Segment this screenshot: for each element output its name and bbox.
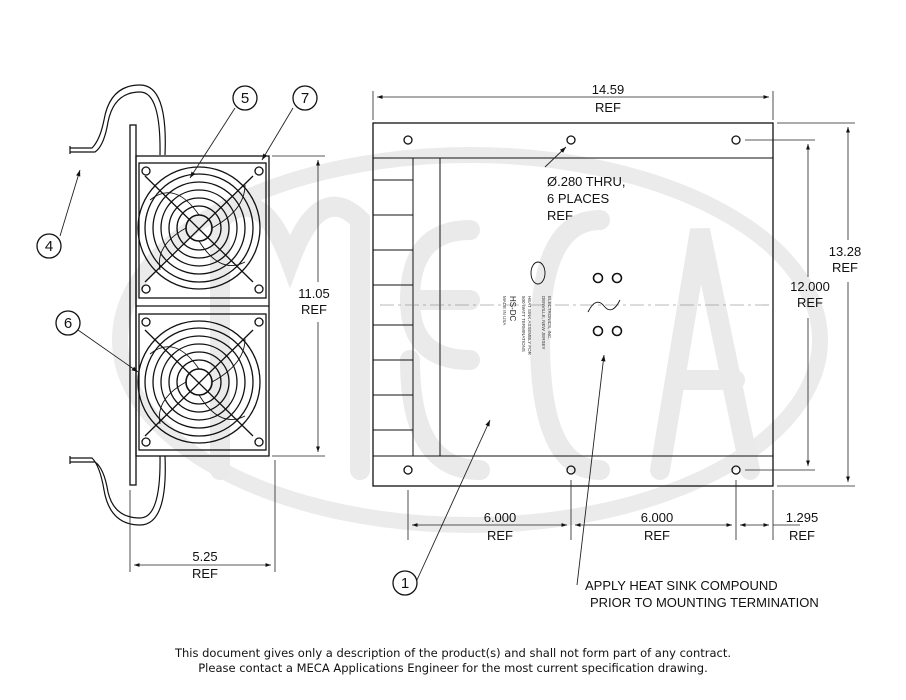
balloon-6-label: 6 <box>64 315 72 332</box>
heatsink-fins <box>373 179 413 431</box>
hole-note-line-1: Ø.280 THRU, <box>547 174 626 189</box>
technical-drawing: 4 5 6 7 11.05 REF 5.25 REF <box>36 82 862 610</box>
disclaimer: This document gives only a description o… <box>0 646 906 676</box>
balloon-leaders-side <box>59 107 294 373</box>
dim-overall-height <box>777 122 855 487</box>
dim-side-height <box>272 155 325 457</box>
dim-overall-height-value: 13.28 <box>829 244 862 259</box>
power-cables <box>69 84 166 526</box>
compound-note-line-2: PRIOR TO MOUNTING TERMINATION <box>590 595 819 610</box>
mounting-holes <box>403 135 741 475</box>
compound-note-line-1: APPLY HEAT SINK COMPOUND <box>585 578 778 593</box>
dim-side-height-value: 11.05 <box>298 286 330 301</box>
dim-hole-height-value: 12.000 <box>790 279 830 294</box>
label-line-4: 500 WATT TERMINATIONS <box>521 296 526 352</box>
leaders-top-view <box>416 146 606 586</box>
balloon-6 <box>55 310 81 336</box>
balloon-4-label: 4 <box>45 238 53 255</box>
balloon-4 <box>36 233 62 259</box>
dim-spacing-2-ref: REF <box>644 528 670 543</box>
meca-label-logo <box>530 261 546 285</box>
label-line-3: HEAT SINK ASSEMBLY FOR <box>527 296 532 356</box>
fan-bottom <box>137 317 264 447</box>
fan-frame-bottom <box>138 313 267 451</box>
side-view <box>36 84 325 572</box>
label-line-1: ELECTRONICS, INC. <box>547 296 552 340</box>
dim-spacing-1-ref: REF <box>487 528 513 543</box>
balloon-1 <box>392 570 418 596</box>
dim-side-width-ref: REF <box>192 566 218 581</box>
balloon-1-label: 1 <box>401 575 409 592</box>
label-line-2: DENVILLE, NEW JERSEY <box>541 296 546 350</box>
dim-edge-value: 1.295 <box>786 510 819 525</box>
heatsink-plate <box>372 122 774 487</box>
balloon-5-label: 5 <box>241 90 249 107</box>
product-label: ELECTRONICS, INC. DENVILLE, NEW JERSEY H… <box>502 296 552 356</box>
balloon-7 <box>292 85 318 111</box>
label-line-5: HS-DC <box>508 296 517 322</box>
dim-edge-ref: REF <box>789 528 815 543</box>
fan-frame-top <box>138 162 267 299</box>
disclaimer-line-1: This document gives only a description o… <box>174 646 732 660</box>
dim-spacing-2-value: 6.000 <box>641 510 674 525</box>
label-line-6: MADE IN USA <box>502 296 507 325</box>
dim-side-width <box>129 460 276 572</box>
top-view <box>372 91 855 596</box>
dim-hole-height-ref: REF <box>797 295 823 310</box>
balloon-7-label: 7 <box>301 90 309 107</box>
dim-side-width-value: 5.25 <box>192 549 217 564</box>
dim-overall-width <box>372 91 774 120</box>
hole-note-line-2: 6 PLACES <box>547 191 609 206</box>
dim-overall-height-ref: REF <box>832 260 858 275</box>
termination-holes <box>592 272 623 337</box>
dim-spacing-1-value: 6.000 <box>484 510 517 525</box>
dim-bottom-spacings <box>407 480 800 540</box>
break-symbol <box>587 299 621 313</box>
dim-overall-width-value: 14.59 <box>592 82 625 97</box>
disclaimer-line-2: Please contact a MECA Applications Engin… <box>198 661 708 675</box>
hole-note-line-3: REF <box>547 208 573 223</box>
meca-watermark-logo <box>112 147 828 533</box>
balloon-5 <box>232 85 258 111</box>
fan-top <box>137 166 264 294</box>
dim-overall-width-ref: REF <box>595 100 621 115</box>
dim-hole-height <box>745 139 815 471</box>
dim-side-height-ref: REF <box>301 302 327 317</box>
